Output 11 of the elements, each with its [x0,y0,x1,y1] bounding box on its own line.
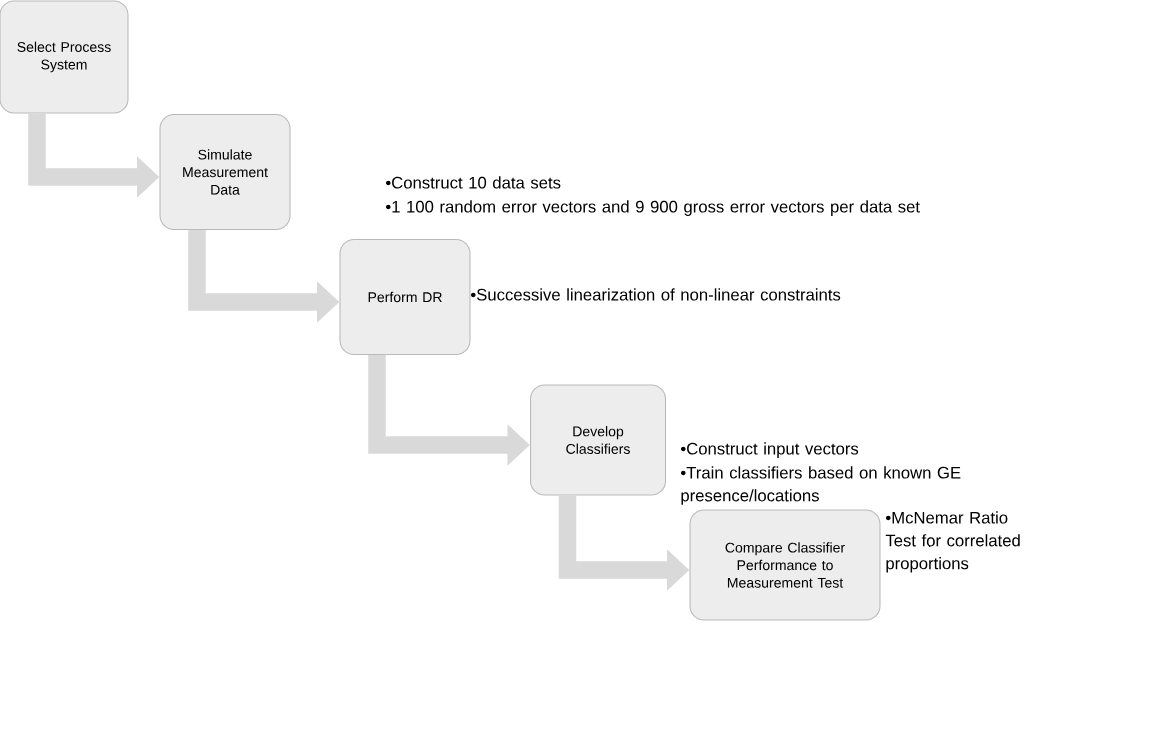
bullet-text: •Construct 10 data sets [386,176,561,189]
bullet-text: •Construct input vectors [681,442,859,458]
bullet-text: •1 100 random error vectors and 9 900 gross error vectors per data set [386,200,920,216]
process-box: Select Process System [0,0,129,114]
process-box: Simulate Measurement Data [159,113,291,230]
bullet-text: •Train classifiers based on known GE presence/locations [681,466,961,505]
bullet-text: •McNemar Ratio Test for correlated proportions [885,511,1020,573]
process-box: Compare Classifier Performance to Measurement Test [689,509,881,621]
bullet-text: •Successive linearization of non-linear constraints [471,288,841,301]
process-box: Perform DR [339,238,471,355]
process-box: Develop Classifiers [530,384,667,496]
